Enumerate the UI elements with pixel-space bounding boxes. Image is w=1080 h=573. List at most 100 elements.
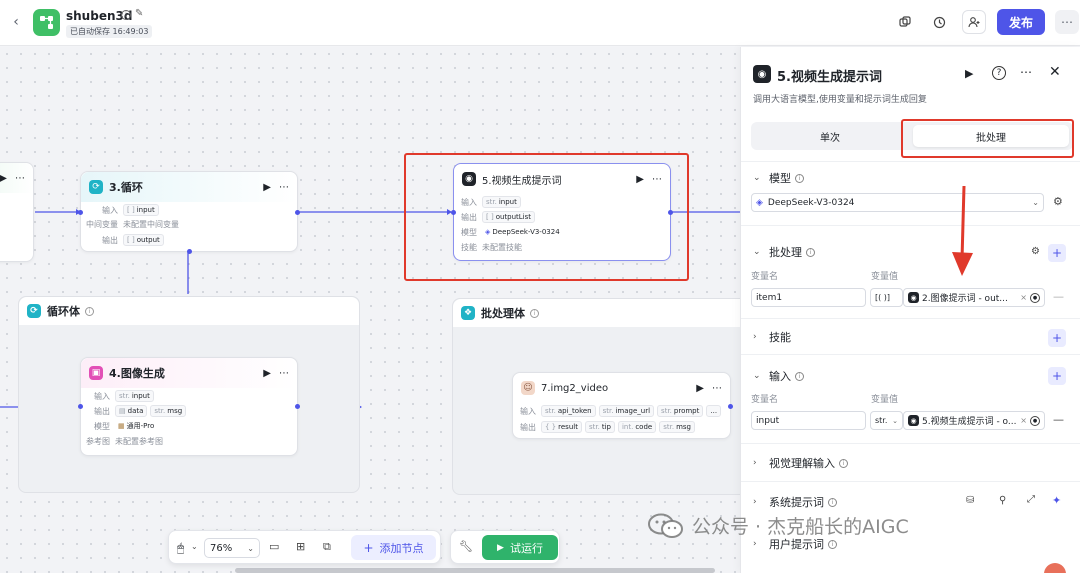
help-icon[interactable]: ? bbox=[992, 66, 1006, 80]
info-icon[interactable]: i bbox=[795, 173, 804, 183]
input-port[interactable] bbox=[451, 210, 456, 215]
mouse-mode-dropdown-icon[interactable]: ⌄ bbox=[191, 542, 198, 551]
mouse-mode-icon[interactable]: 🖱︎ bbox=[177, 541, 185, 555]
loop-node[interactable]: ⟳ 3.循环 ▶ ⋯ 输入 [ ]input 中间变量 未配置中间变量 输出 [… bbox=[78, 171, 300, 254]
info-icon[interactable]: i bbox=[85, 306, 94, 316]
bulb-icon[interactable]: ⚲ bbox=[999, 495, 1007, 506]
expand-icon[interactable]: ⤢ bbox=[1027, 494, 1035, 505]
node-row-input: 输入 str.input bbox=[461, 196, 524, 208]
input-port[interactable] bbox=[78, 210, 83, 215]
more-icon[interactable]: ⋯ bbox=[279, 367, 289, 379]
run-icon[interactable]: ▶ bbox=[0, 172, 7, 184]
node-row-vars: 中间变量 未配置中间变量 bbox=[86, 220, 179, 229]
input-section-header[interactable]: ⌄ 输入 i bbox=[741, 367, 1080, 385]
clear-icon[interactable]: × bbox=[1020, 416, 1027, 425]
type-value: str. bbox=[875, 416, 888, 425]
back-icon[interactable]: ‹ bbox=[13, 14, 19, 30]
more-icon[interactable]: ⋯ bbox=[15, 172, 25, 184]
prev-node-partial[interactable]: ▶ ⋯ bbox=[0, 162, 34, 262]
remove-row-icon[interactable]: — bbox=[1053, 413, 1064, 426]
run-icon[interactable]: ▶ bbox=[965, 67, 974, 80]
target-icon[interactable]: ● bbox=[1030, 292, 1040, 303]
info-icon[interactable]: i bbox=[839, 458, 848, 468]
output-port[interactable] bbox=[728, 404, 733, 409]
system-prompt-section-header[interactable]: › 系统提示词 i bbox=[741, 493, 1080, 511]
img2video-node[interactable]: ☺ 7.img2_video ▶ ⋯ 输入 str.api_token str.… bbox=[512, 372, 733, 439]
remove-row-icon[interactable]: — bbox=[1053, 290, 1064, 303]
autosave-status: 已自动保存 16:49:03 bbox=[66, 25, 153, 38]
highlight-box bbox=[901, 119, 1074, 158]
output-port[interactable] bbox=[668, 210, 673, 215]
zoom-value: 76% bbox=[210, 542, 233, 554]
add-skill-button[interactable]: + bbox=[1048, 329, 1066, 347]
wrench-icon[interactable]: 🔧︎ bbox=[459, 540, 473, 553]
test-run-button[interactable]: ▶ 试运行 bbox=[482, 535, 558, 560]
batch-settings-icon[interactable]: ⚙ bbox=[1031, 246, 1040, 257]
collaborator-icon[interactable] bbox=[962, 10, 986, 34]
more-icon[interactable]: ⋯ bbox=[1020, 65, 1032, 79]
image-gen-node[interactable]: ▣ 4.图像生成 ▶ ⋯ 输入 str.input 输出 ▤data str.m… bbox=[78, 357, 300, 456]
history-icon[interactable] bbox=[929, 12, 949, 32]
node-row-model: 模型 ◈DeepSeek-V3-0324 bbox=[461, 227, 560, 237]
vision-section-header[interactable]: › 视觉理解输入 i bbox=[741, 454, 1080, 472]
section-title: 批处理 bbox=[769, 246, 802, 259]
run-icon[interactable]: ▶ bbox=[696, 382, 704, 394]
section-title: 输入 bbox=[769, 370, 791, 383]
add-input-button[interactable]: + bbox=[1048, 367, 1066, 385]
batch-var-type-select[interactable]: [( )] bbox=[870, 288, 903, 307]
comment-icon[interactable]: ▭ bbox=[269, 540, 280, 553]
horizontal-scrollbar[interactable] bbox=[235, 568, 715, 573]
more-icon[interactable]: ⋯ bbox=[652, 173, 662, 185]
input-port[interactable] bbox=[78, 404, 83, 409]
ai-sparkle-icon[interactable]: ✦ bbox=[1052, 494, 1062, 507]
run-icon[interactable]: ▶ bbox=[263, 367, 271, 379]
skills-section-header[interactable]: › 技能 bbox=[741, 328, 1080, 346]
info-icon[interactable]: i bbox=[795, 371, 804, 381]
run-icon[interactable]: ▶ bbox=[636, 173, 644, 185]
input-var-name-input[interactable]: input bbox=[751, 411, 866, 430]
info-icon[interactable]: i bbox=[828, 497, 837, 507]
batch-var-ref-select[interactable]: ◉ 2.图像提示词 - out... × ● bbox=[903, 288, 1045, 307]
prompt-library-icon[interactable]: ⛁ bbox=[966, 495, 975, 506]
more-icon[interactable]: ⋯ bbox=[1055, 10, 1079, 34]
zoom-select[interactable]: 76% ⌄ bbox=[204, 538, 260, 558]
info-icon[interactable]: i bbox=[806, 247, 815, 257]
batch-icon: ❖ bbox=[461, 306, 475, 320]
bottom-port[interactable] bbox=[187, 249, 192, 254]
batch-var-name-input[interactable]: item1 bbox=[751, 288, 866, 307]
tab-single[interactable]: 单次 bbox=[820, 132, 840, 144]
add-node-button[interactable]: + 添加节点 bbox=[351, 535, 436, 560]
video-prompt-node[interactable]: ◉ 5.视频生成提示词 ▶ ⋯ 输入 str.input 输出 [ ]outpu… bbox=[451, 163, 673, 261]
input-var-ref-select[interactable]: ◉ 5.视频生成提示词 - o... × ● bbox=[903, 411, 1045, 430]
model-select[interactable]: ◈ DeepSeek-V3-0324 ⌄ bbox=[751, 193, 1044, 212]
container-title: 批处理体 bbox=[481, 307, 525, 320]
copy-icon[interactable] bbox=[895, 12, 915, 32]
close-icon[interactable]: ✕ bbox=[1049, 64, 1061, 80]
minimap-icon[interactable]: ⧉ bbox=[323, 540, 331, 553]
app-logo bbox=[33, 9, 60, 36]
input-var-type-select[interactable]: str. ⌄ bbox=[870, 411, 903, 430]
tab-batch[interactable]: 批处理 bbox=[913, 125, 1069, 147]
loop-icon: ⟳ bbox=[89, 180, 103, 194]
more-icon[interactable]: ⋯ bbox=[279, 181, 289, 193]
run-toolbar: 🔧︎ ▶ 试运行 bbox=[450, 530, 560, 564]
workflow-canvas[interactable]: ▶ ⋯ ⟳ 3.循环 ▶ ⋯ 输入 [ ]input 中间变量 未配置中间变量 … bbox=[0, 47, 740, 573]
user-prompt-section-header[interactable]: › 用户提示词 i bbox=[741, 535, 1080, 553]
target-icon[interactable]: ● bbox=[1030, 415, 1040, 426]
batch-section-header[interactable]: ⌄ 批处理 i bbox=[741, 243, 1080, 261]
info-icon[interactable]: i bbox=[121, 10, 131, 20]
layout-icon[interactable]: ⊞ bbox=[296, 540, 306, 553]
more-icon[interactable]: ⋯ bbox=[712, 382, 722, 394]
run-icon[interactable]: ▶ bbox=[263, 181, 271, 193]
edit-icon[interactable]: ✎ bbox=[135, 8, 144, 19]
output-port[interactable] bbox=[295, 404, 300, 409]
model-section-header[interactable]: ⌄ 模型 i bbox=[741, 169, 1080, 187]
loop-icon: ⟳ bbox=[27, 304, 41, 318]
publish-button[interactable]: 发布 bbox=[997, 9, 1045, 35]
info-icon[interactable]: i bbox=[828, 539, 837, 549]
output-port[interactable] bbox=[295, 210, 300, 215]
info-icon[interactable]: i bbox=[530, 308, 539, 318]
add-batch-var-button[interactable]: + bbox=[1048, 244, 1066, 262]
clear-icon[interactable]: × bbox=[1020, 293, 1027, 302]
model-settings-icon[interactable]: ⚙ bbox=[1053, 195, 1063, 208]
